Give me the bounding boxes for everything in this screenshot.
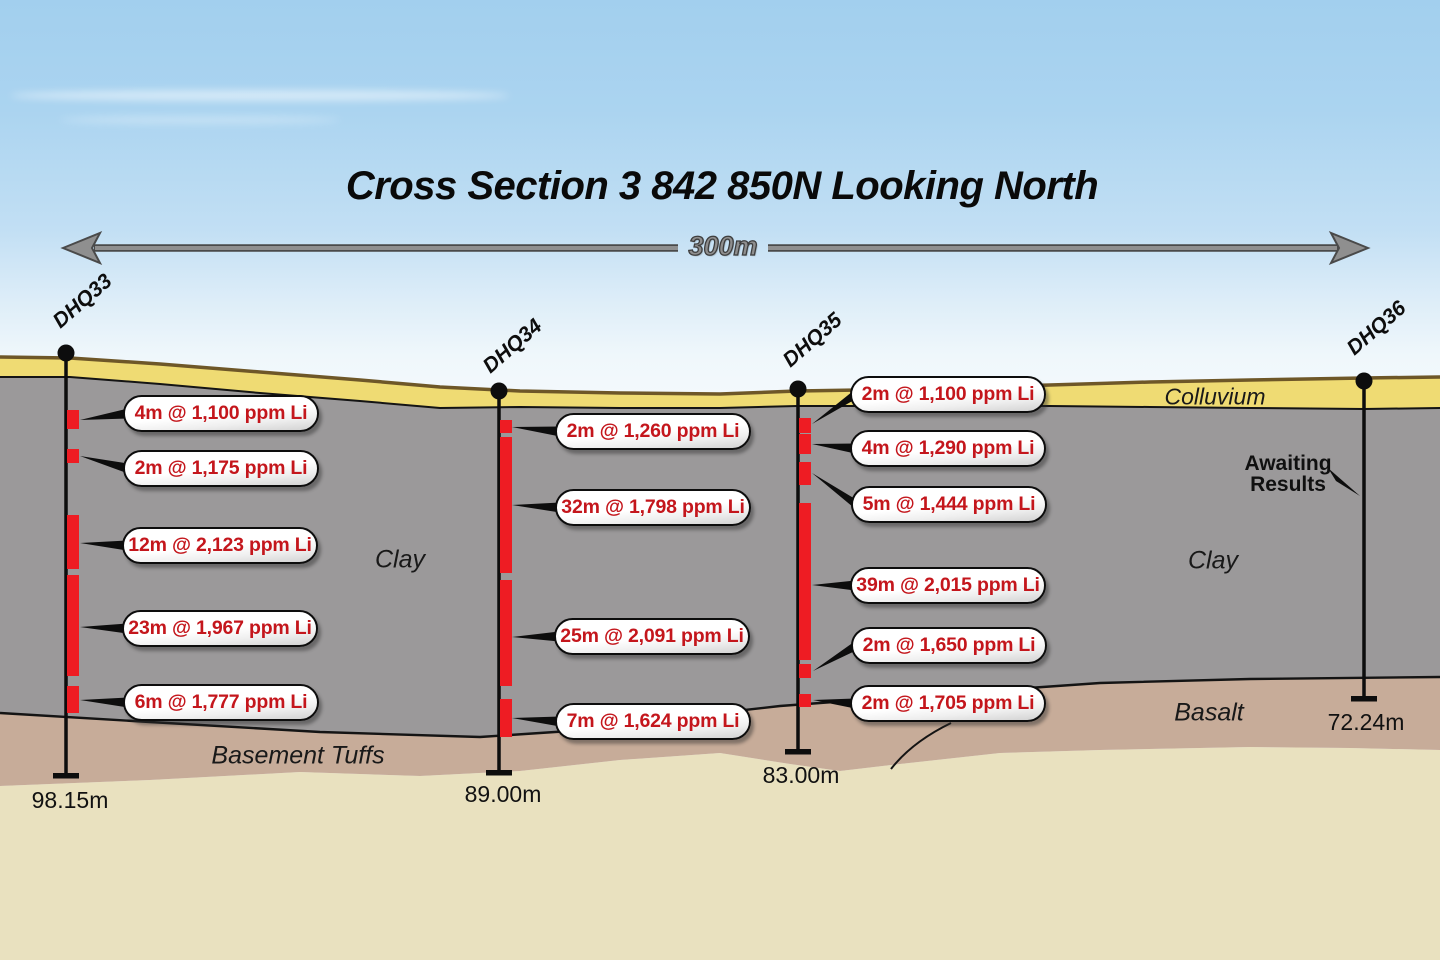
callout-leader	[812, 580, 855, 591]
callout-leader	[512, 502, 560, 513]
callout-leader	[80, 697, 128, 708]
callout-leader	[813, 698, 855, 709]
cloud-streak	[60, 116, 340, 124]
surface-line	[0, 355, 1440, 396]
assay-callout: 39m @ 2,015 ppm Li	[850, 567, 1046, 604]
awaiting-results-line2: Results	[1250, 473, 1326, 496]
assay-callout: 2m @ 1,650 ppm Li	[851, 627, 1047, 664]
assay-interval-bar	[500, 699, 512, 737]
assay-interval-bar	[799, 694, 811, 707]
assay-interval-bar	[799, 418, 811, 433]
eoh-tick-dhq33	[53, 773, 79, 779]
callout-leader	[512, 716, 560, 727]
assay-interval-bar	[67, 449, 79, 463]
label-colluvium: Colluvium	[1164, 383, 1266, 410]
depth-label-dhq35: 83.00m	[762, 762, 840, 788]
assay-callout: 32m @ 1,798 ppm Li	[555, 489, 751, 526]
assay-interval-bar	[799, 462, 811, 485]
callout-leader	[80, 456, 128, 474]
assay-interval-bar	[500, 580, 512, 686]
assay-callout: 2m @ 1,175 ppm Li	[123, 450, 319, 487]
colluvium-layer	[0, 357, 1440, 409]
callout-leader	[80, 408, 128, 420]
depth-label-dhq36: 72.24m	[1327, 709, 1405, 735]
depth-label-dhq34: 89.00m	[464, 781, 542, 807]
eoh-tick-dhq35	[785, 749, 811, 755]
callout-leader	[80, 623, 127, 634]
depth-label-dhq33: 98.15m	[31, 787, 109, 813]
assay-interval-bar	[500, 437, 512, 573]
assay-interval-bar	[799, 503, 811, 660]
tuffs-basalt-contact-line	[890, 722, 952, 770]
assay-interval-bar	[67, 686, 79, 713]
assay-interval-bar	[799, 434, 811, 454]
callout-leader	[812, 443, 855, 454]
assay-callout: 25m @ 2,091 ppm Li	[554, 618, 750, 655]
assay-callout: 7m @ 1,624 ppm Li	[555, 703, 751, 740]
cloud-streak	[10, 90, 510, 101]
assay-callout: 4m @ 1,290 ppm Li	[850, 430, 1046, 467]
drillholes-layer	[53, 344, 1377, 779]
collar-dot-dhq33	[57, 344, 75, 362]
scale-arrow-left-head	[60, 231, 103, 265]
label-clay-left: Clay	[374, 545, 426, 574]
basement-cream-layer	[0, 747, 1440, 960]
callout-leader	[813, 640, 856, 671]
collar-dot-dhq36	[1355, 372, 1373, 390]
callout-leader	[512, 426, 560, 437]
label-clay-right: Clay	[1187, 546, 1239, 575]
callout-leader	[812, 473, 856, 510]
collar-dot-dhq34	[490, 382, 508, 400]
scale-label: 300m	[688, 230, 758, 261]
assay-callout: 4m @ 1,100 ppm Li	[123, 395, 319, 432]
assay-interval-bar	[500, 420, 512, 433]
assay-callout: 5m @ 1,444 ppm Li	[851, 486, 1047, 523]
label-basalt: Basalt	[1174, 698, 1244, 727]
awaiting-results-note: Awaiting Results	[1244, 453, 1331, 495]
assay-callout: 6m @ 1,777 ppm Li	[123, 684, 319, 721]
callout-leader	[812, 389, 855, 424]
callout-leader	[80, 540, 127, 551]
eoh-tick-dhq34	[486, 770, 512, 776]
clay-layer	[0, 377, 1440, 737]
awaiting-results-leader	[1328, 468, 1360, 496]
awaiting-results-line1: Awaiting	[1244, 452, 1332, 475]
assay-interval-bar	[67, 410, 79, 429]
eoh-tick-dhq36	[1351, 696, 1377, 702]
assay-interval-bar	[799, 664, 811, 678]
scale-arrow-right-head	[1328, 231, 1371, 265]
assay-callout: 2m @ 1,705 ppm Li	[850, 685, 1046, 722]
label-basement-tuffs: Basement Tuffs	[211, 741, 385, 770]
assay-callout: 12m @ 2,123 ppm Li	[122, 527, 318, 564]
assay-interval-bar	[67, 575, 79, 676]
assay-callout: 2m @ 1,260 ppm Li	[555, 413, 751, 450]
colluvium-base-line	[0, 376, 1440, 411]
assay-callout: 23m @ 1,967 ppm Li	[122, 610, 318, 647]
callout-leader	[512, 631, 559, 642]
section-title: Cross Section 3 842 850N Looking North	[345, 164, 1099, 208]
assay-callout: 2m @ 1,100 ppm Li	[850, 376, 1046, 413]
collar-dot-dhq35	[789, 380, 807, 398]
assay-interval-bar	[67, 515, 79, 569]
